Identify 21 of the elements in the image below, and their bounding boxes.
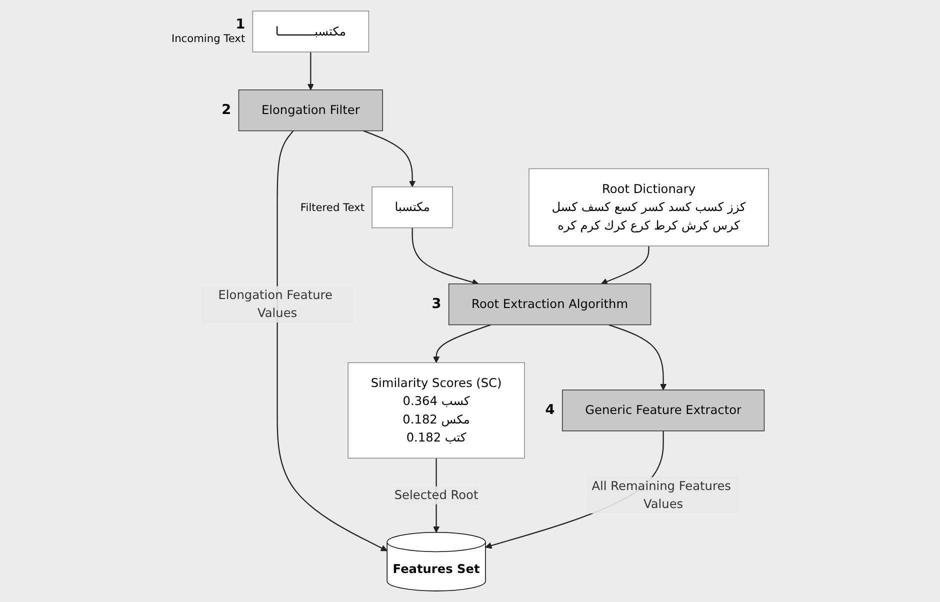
node-caption: Filtered Text — [300, 202, 364, 214]
arrow — [363, 130, 416, 188]
node-caption: Incoming Text — [171, 33, 246, 46]
node-box: Generic Feature Extractor — [562, 390, 765, 432]
node-box: Elongation Filter — [238, 90, 383, 132]
node-box: مكتسبا — [372, 186, 453, 228]
arrow — [276, 130, 388, 552]
edge-label: Elongation Feature Values — [218, 288, 332, 320]
arrow — [608, 324, 667, 390]
arrow — [412, 228, 479, 286]
step-number: 2 — [222, 102, 232, 118]
edge-label: Selected Root — [394, 488, 478, 502]
node-box: مكتسبــــــــــا — [252, 10, 370, 52]
edge-label: All Remaining Features Values — [592, 478, 731, 512]
step-number: 1 — [236, 16, 246, 32]
arrow — [600, 246, 650, 285]
step-number: 3 — [432, 296, 442, 312]
node-box: Root Extraction Algorithm — [448, 284, 652, 326]
arrow — [432, 324, 492, 363]
arrow — [307, 52, 314, 90]
step-number: 4 — [545, 402, 555, 418]
